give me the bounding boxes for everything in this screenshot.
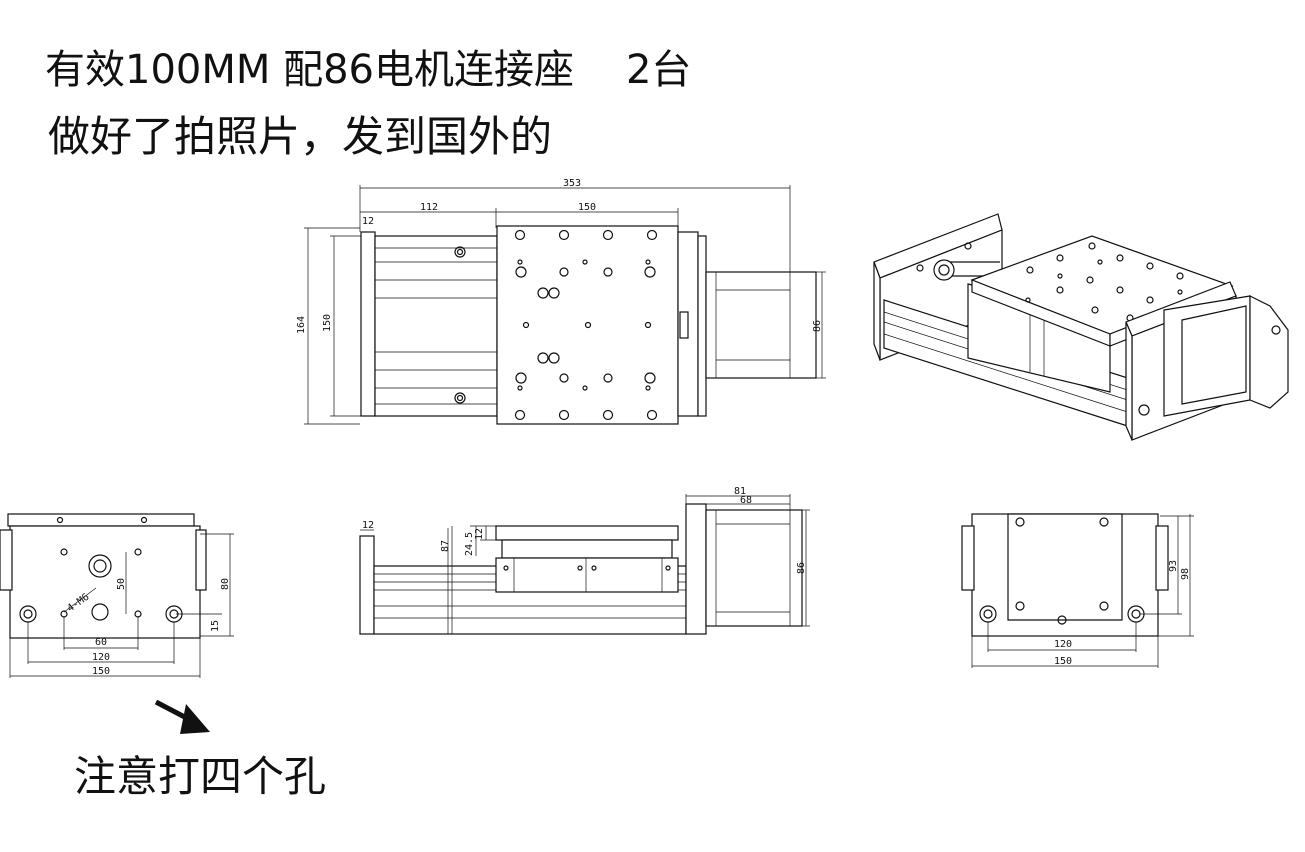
iso-table-holes	[1025, 242, 1184, 322]
dim-height-inner: 150	[322, 314, 333, 332]
end-view: 4-M6 50 80 15 60 120 150	[0, 513, 234, 678]
isometric-view	[873, 213, 1289, 441]
dim-hole-offset: 50	[116, 578, 127, 590]
dim-motor-height-outer: 98	[1180, 568, 1191, 580]
dim-left-section: 112	[420, 202, 438, 213]
dim-side-height: 87	[440, 540, 451, 552]
dim-table-height: 24.5	[464, 532, 475, 556]
dim-spacing-inner: 60	[95, 637, 107, 648]
dim-motor-width: 150	[1054, 656, 1072, 667]
note-line-3: 注意打四个孔	[74, 752, 327, 801]
note-quantity: 2台	[625, 47, 692, 93]
dim-motor-block: 86	[812, 320, 823, 332]
side-view: 12 87 24.5 12	[359, 486, 810, 635]
motor-end-view: 120 150 93 98	[961, 513, 1194, 668]
dim-end-plate: 12	[362, 216, 374, 227]
dim-overall: 353	[563, 178, 581, 189]
dim-table-top: 12	[474, 528, 485, 540]
dim-motor-spacing: 120	[1054, 639, 1072, 650]
dim-motor-length: 81	[734, 486, 746, 497]
dim-motor-inner: 68	[740, 495, 752, 506]
dim-side-motor-height: 86	[796, 562, 807, 574]
note-line-1: 有效100MM 配86电机连接座 2台	[45, 50, 691, 90]
dim-table-width: 150	[578, 202, 596, 213]
dim-height: 80	[220, 578, 231, 590]
table-holes	[514, 229, 658, 421]
dim-height-total: 164	[296, 316, 307, 334]
dim-side-end-plate: 12	[362, 520, 374, 531]
note-line-2: 做好了拍照片，发到国外的	[48, 112, 553, 161]
dim-spacing-mid: 120	[92, 652, 110, 663]
top-view: 353 112 150 12 164 150	[296, 178, 826, 425]
dim-motor-height-inner: 93	[1168, 560, 1179, 572]
dim-width: 150	[92, 666, 110, 677]
dim-bottom-gap: 15	[210, 620, 221, 632]
arrow-pointer	[154, 699, 210, 734]
note-model: 有效100MM 配86电机连接座	[45, 47, 574, 93]
